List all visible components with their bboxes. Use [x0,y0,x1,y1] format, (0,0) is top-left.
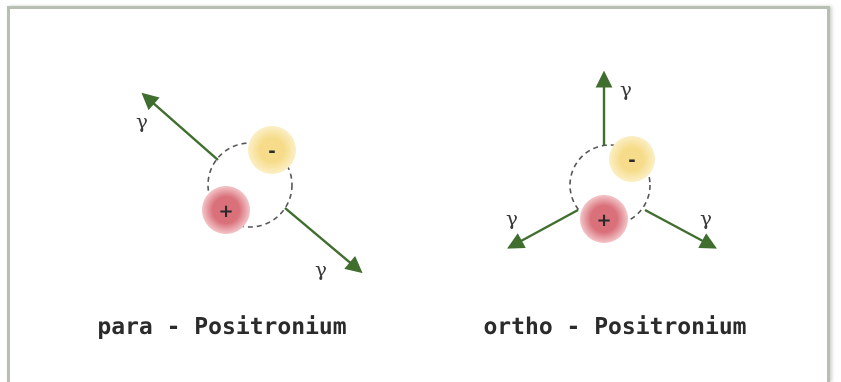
para-positronium: - + γ γ para - Positronium [97,92,363,340]
ortho-positron-sign: + [596,210,611,231]
para-positron-sign: + [218,201,233,222]
ortho-gamma-arrow-left [507,208,579,249]
ortho-caption: ortho - Positronium [483,314,746,340]
ortho-gamma-label-up: γ [620,77,632,101]
ortho-electron [609,136,655,182]
ortho-positronium: - + γ γ γ ortho - Positronium [483,70,747,340]
ortho-electron-sign: - [628,150,635,171]
ortho-gamma-label-right: γ [700,206,712,230]
para-gamma-label-upper: γ [136,109,148,133]
diagram-panel [7,6,830,382]
ortho-orbit [569,144,651,226]
para-orbit [207,142,293,228]
para-caption: para - Positronium [97,314,346,340]
para-gamma-arrow-upper [141,92,219,161]
para-positron [202,186,250,234]
ortho-gamma-label-left: γ [506,206,518,230]
ortho-positron [580,195,628,243]
para-electron-sign: - [268,141,275,162]
para-gamma-arrow-lower [284,207,363,274]
para-gamma-label-lower: γ [315,257,327,281]
ortho-gamma-arrow-right [644,208,717,249]
para-electron [248,126,296,174]
